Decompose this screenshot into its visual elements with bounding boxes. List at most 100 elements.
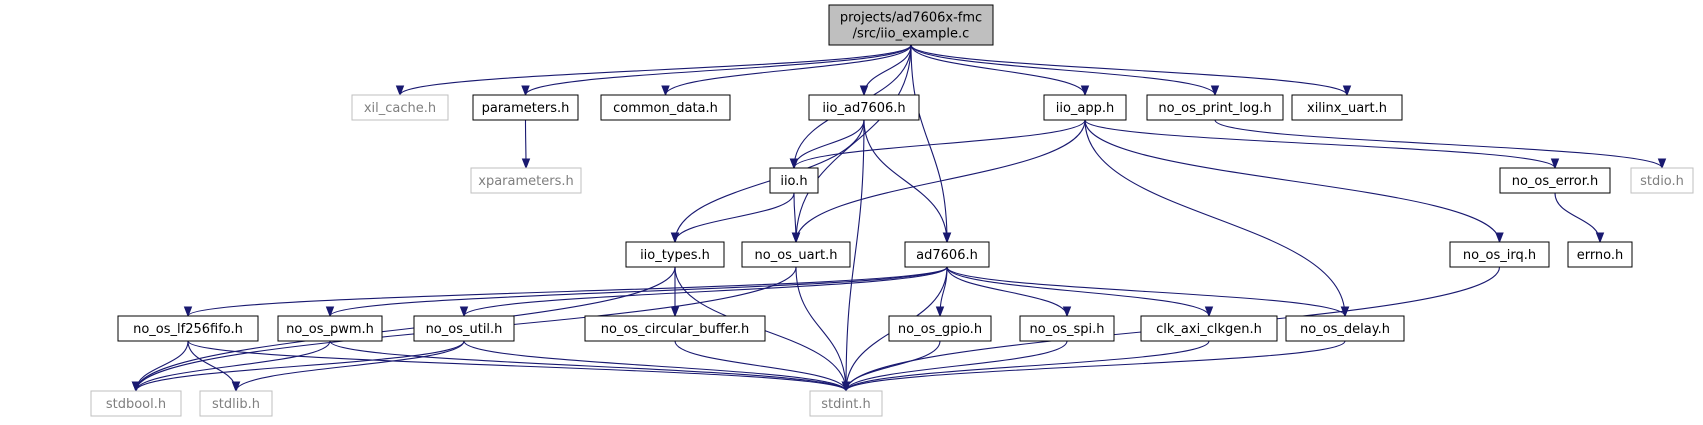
node-label: errno.h [1577, 248, 1624, 263]
edge-line [910, 44, 948, 243]
edge-arrowhead [1495, 232, 1504, 244]
edge-no-os-delay-to-stdint [841, 340, 1346, 393]
edge-arrowhead [231, 381, 241, 393]
edge-arrowhead [859, 85, 869, 97]
edge-no-os-lf256fifo-to-stdint [187, 340, 851, 393]
edge-line [329, 340, 847, 392]
node-box [472, 94, 579, 121]
node-box [828, 4, 994, 46]
edge-line [187, 266, 948, 317]
edge-arrowhead [521, 85, 530, 97]
node-box [90, 390, 182, 417]
edge-line [946, 266, 1068, 317]
edge-no-os-util-to-stdbool [131, 340, 465, 393]
node-ad7606[interactable]: ad7606.h [904, 241, 990, 268]
node-box [888, 315, 992, 342]
node-no-os-uart[interactable]: no_os_uart.h [741, 241, 851, 268]
edge-iio-ad7606-to-ad7606 [863, 119, 952, 244]
node-label: stdbool.h [106, 397, 166, 412]
edge-line [463, 340, 847, 392]
edge-line [664, 44, 912, 96]
node-label: /src/iio_example.c [853, 27, 970, 42]
edge-line [863, 44, 912, 96]
edge-no-os-pwm-to-stdint [329, 340, 851, 393]
node-stdbool: stdbool.h [90, 390, 182, 417]
edge-arrowhead [1204, 306, 1214, 318]
node-label: stdio.h [1640, 174, 1684, 189]
node-xil-cache: xil_cache.h [351, 94, 449, 121]
edge-ad7606-to-no-os-gpio [935, 266, 948, 318]
node-label: xil_cache.h [364, 101, 436, 116]
edge-iio-to-iio-types [670, 192, 795, 244]
edge-line [674, 340, 847, 392]
edge-line [910, 44, 1086, 96]
node-iio[interactable]: iio.h [769, 167, 819, 194]
node-iio-ad7606[interactable]: iio_ad7606.h [808, 94, 920, 121]
node-box [741, 241, 851, 268]
node-label: no_os_delay.h [1300, 322, 1390, 337]
edge-line [399, 44, 912, 96]
edge-clk-axi-clkgen-to-stdint [841, 340, 1210, 393]
node-no-os-gpio[interactable]: no_os_gpio.h [888, 315, 992, 342]
edge-line [463, 266, 948, 317]
node-no-os-print-log[interactable]: no_os_print_log.h [1146, 94, 1284, 121]
edge-arrowhead [1210, 85, 1220, 97]
edge-arrowhead [935, 306, 945, 318]
node-no-os-delay[interactable]: no_os_delay.h [1285, 315, 1405, 342]
node-box [1285, 315, 1405, 342]
node-xilinx-uart[interactable]: xilinx_uart.h [1291, 94, 1403, 121]
node-parameters[interactable]: parameters.h [472, 94, 579, 121]
node-common-data[interactable]: common_data.h [600, 94, 731, 121]
edge-arrowhead [1657, 158, 1667, 170]
node-iio-app[interactable]: iio_app.h [1043, 94, 1127, 121]
node-box [199, 390, 273, 417]
edge-arrowhead [841, 381, 851, 393]
node-clk-axi-clkgen[interactable]: clk_axi_clkgen.h [1140, 315, 1278, 342]
node-box [1291, 94, 1403, 121]
edge-arrowhead [670, 306, 680, 318]
edge-arrowhead [670, 232, 680, 244]
node-stdio: stdio.h [1630, 167, 1694, 194]
edge-ad7606-to-no-os-pwm [325, 266, 948, 318]
node-stdint: stdint.h [809, 390, 883, 417]
edge-line [863, 119, 948, 243]
node-box [277, 315, 383, 342]
node-label: no_os_gpio.h [898, 322, 982, 337]
edge-iio-app-to-no-os-uart [791, 119, 1086, 244]
node-label: stdint.h [821, 397, 870, 412]
node-label: no_os_lf256fifo.h [133, 322, 243, 337]
node-no-os-circular-buffer[interactable]: no_os_circular_buffer.h [584, 315, 766, 342]
edge-line [845, 340, 1346, 392]
edge-arrowhead [1062, 306, 1072, 318]
edge-arrowhead [183, 306, 193, 318]
edge-line [845, 340, 1210, 392]
edge-parameters-to-xparameters [521, 119, 531, 170]
edge-line [793, 119, 1086, 169]
node-label: clk_axi_clkgen.h [1156, 322, 1262, 337]
edge-iio-app-to-iio [789, 119, 1086, 170]
edge-arrowhead [521, 158, 531, 170]
edge-line [524, 44, 912, 96]
node-no-os-pwm[interactable]: no_os_pwm.h [277, 315, 383, 342]
edge-root-to-no-os-print-log [910, 44, 1220, 97]
edge-arrowhead [791, 232, 801, 244]
edge-line [795, 119, 1086, 243]
nodes-layer: projects/ad7606x-fmc/src/iio_example.cxi… [90, 4, 1694, 417]
node-errno[interactable]: errno.h [1567, 241, 1633, 268]
node-no-os-error[interactable]: no_os_error.h [1499, 167, 1611, 194]
node-iio-types[interactable]: iio_types.h [625, 241, 725, 268]
node-no-os-util[interactable]: no_os_util.h [413, 315, 515, 342]
node-no-os-spi[interactable]: no_os_spi.h [1019, 315, 1115, 342]
edge-line [135, 340, 465, 392]
edge-line [1214, 119, 1663, 169]
node-no-os-lf256fifo[interactable]: no_os_lf256fifo.h [117, 315, 259, 342]
node-box [1146, 94, 1284, 121]
edge-iio-to-no-os-uart [791, 192, 801, 244]
edge-line [1554, 192, 1601, 243]
node-no-os-irq[interactable]: no_os_irq.h [1449, 241, 1550, 268]
node-box [1043, 94, 1127, 121]
edge-ad7606-to-no-os-spi [946, 266, 1072, 318]
edge-root-to-iio-app [910, 44, 1090, 97]
node-label: common_data.h [613, 101, 718, 116]
edge-arrowhead [1595, 232, 1605, 244]
